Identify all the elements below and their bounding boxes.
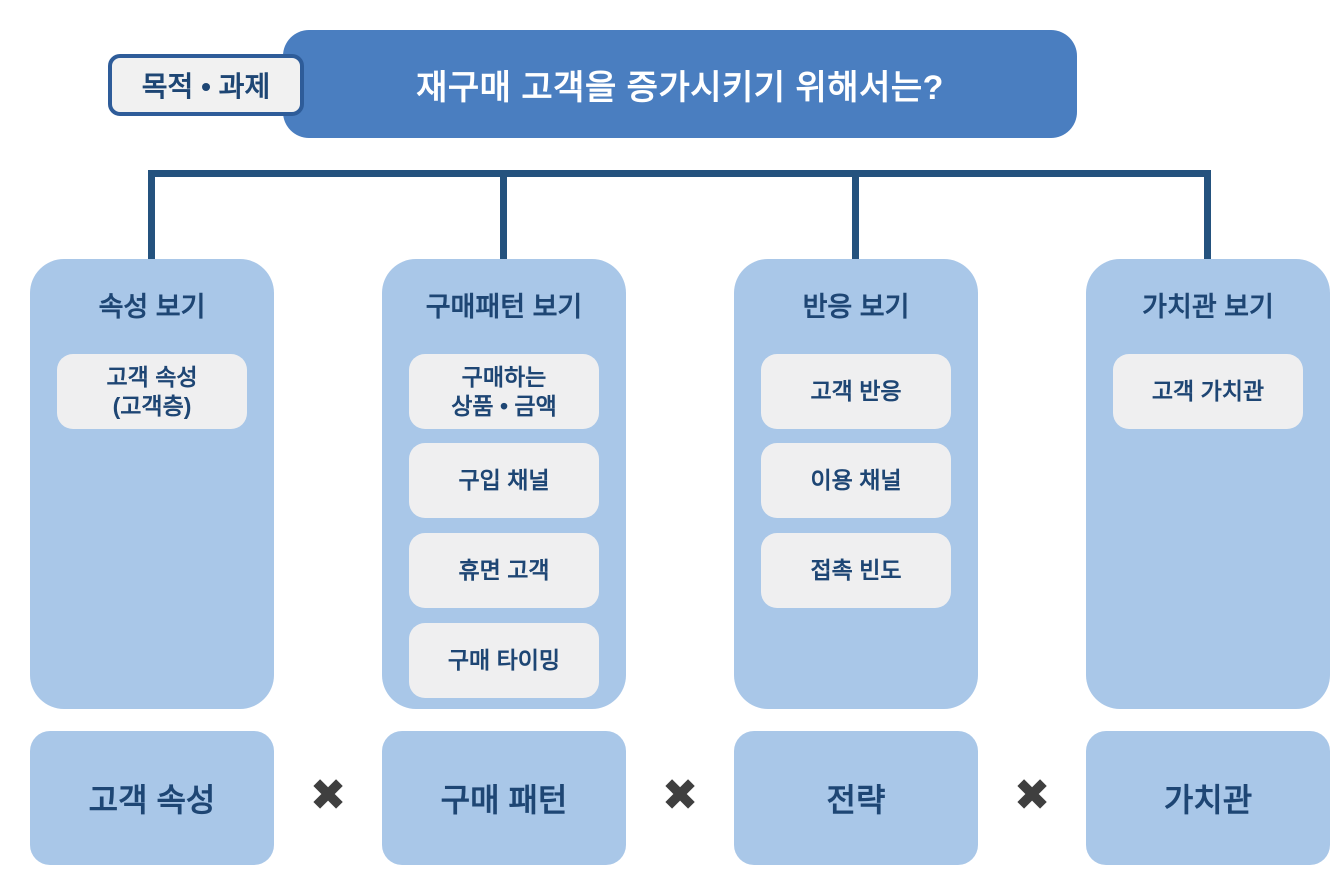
item-label-line: 접촉 빈도 xyxy=(810,557,902,583)
connector-vertical-4 xyxy=(1204,170,1211,260)
column-values: 가치관 보기 고객 가치관 xyxy=(1086,259,1330,709)
purpose-label-box: 목적 • 과제 xyxy=(108,54,304,116)
connector-vertical-3 xyxy=(852,170,859,260)
page-title: 재구매 고객을 증가시키기 위해서는? xyxy=(416,68,944,107)
item-customer-values: 고객 가치관 xyxy=(1113,354,1303,429)
column-purchase-pattern-header: 구매패턴 보기 xyxy=(425,292,583,322)
item-label-line: 고객 속성 xyxy=(106,363,198,390)
column-attributes: 속성 보기 고객 속성 (고객층) xyxy=(30,259,274,709)
item-label-line: 상품 • 금액 xyxy=(451,392,557,419)
bottom-box-label: 전략 xyxy=(826,782,886,818)
item-dormant-customers: 휴면 고객 xyxy=(409,533,599,608)
item-label-line: 구입 채널 xyxy=(458,467,550,493)
item-label-line: (고객층) xyxy=(112,392,192,419)
item-usage-channel: 이용 채널 xyxy=(761,443,951,518)
item-purchased-products-amount: 구매하는 상품 • 금액 xyxy=(409,354,599,429)
multiply-icon: ✖ xyxy=(661,771,699,820)
bottom-box-strategy: 전략 xyxy=(734,731,978,865)
item-label-line: 구매 타이밍 xyxy=(447,647,561,673)
item-customer-attributes: 고객 속성 (고객층) xyxy=(57,354,247,429)
item-label-line: 이용 채널 xyxy=(810,467,902,493)
bottom-box-customer-attributes: 고객 속성 xyxy=(30,731,274,865)
bottom-box-label: 고객 속성 xyxy=(88,782,216,818)
column-attributes-header: 속성 보기 xyxy=(98,292,206,322)
title-box: 재구매 고객을 증가시키기 위해서는? xyxy=(283,30,1077,138)
item-label-line: 고객 가치관 xyxy=(1151,378,1265,404)
bottom-box-values: 가치관 xyxy=(1086,731,1330,865)
connector-vertical-2 xyxy=(500,170,507,260)
item-purchase-timing: 구매 타이밍 xyxy=(409,623,599,698)
item-label-line: 고객 반응 xyxy=(810,378,902,404)
bottom-box-purchase-pattern: 구매 패턴 xyxy=(382,731,626,865)
connector-horizontal-line xyxy=(148,170,1211,177)
purpose-label: 목적 • 과제 xyxy=(141,71,271,102)
column-response-header: 반응 보기 xyxy=(802,292,910,322)
column-purchase-pattern: 구매패턴 보기 구매하는 상품 • 금액 구입 채널 휴면 고객 구매 타이밍 xyxy=(382,259,626,709)
item-label-line: 휴면 고객 xyxy=(458,557,550,583)
multiply-icon: ✖ xyxy=(309,771,347,820)
item-label-line: 구매하는 xyxy=(461,363,547,390)
bottom-box-label: 구매 패턴 xyxy=(440,782,568,818)
item-contact-frequency: 접촉 빈도 xyxy=(761,533,951,608)
column-values-header: 가치관 보기 xyxy=(1142,292,1274,322)
bottom-box-label: 가치관 xyxy=(1163,782,1253,818)
column-response: 반응 보기 고객 반응 이용 채널 접촉 빈도 xyxy=(734,259,978,709)
multiply-icon: ✖ xyxy=(1013,771,1051,820)
connector-vertical-1 xyxy=(148,170,155,260)
item-purchase-channel: 구입 채널 xyxy=(409,443,599,518)
item-customer-response: 고객 반응 xyxy=(761,354,951,429)
